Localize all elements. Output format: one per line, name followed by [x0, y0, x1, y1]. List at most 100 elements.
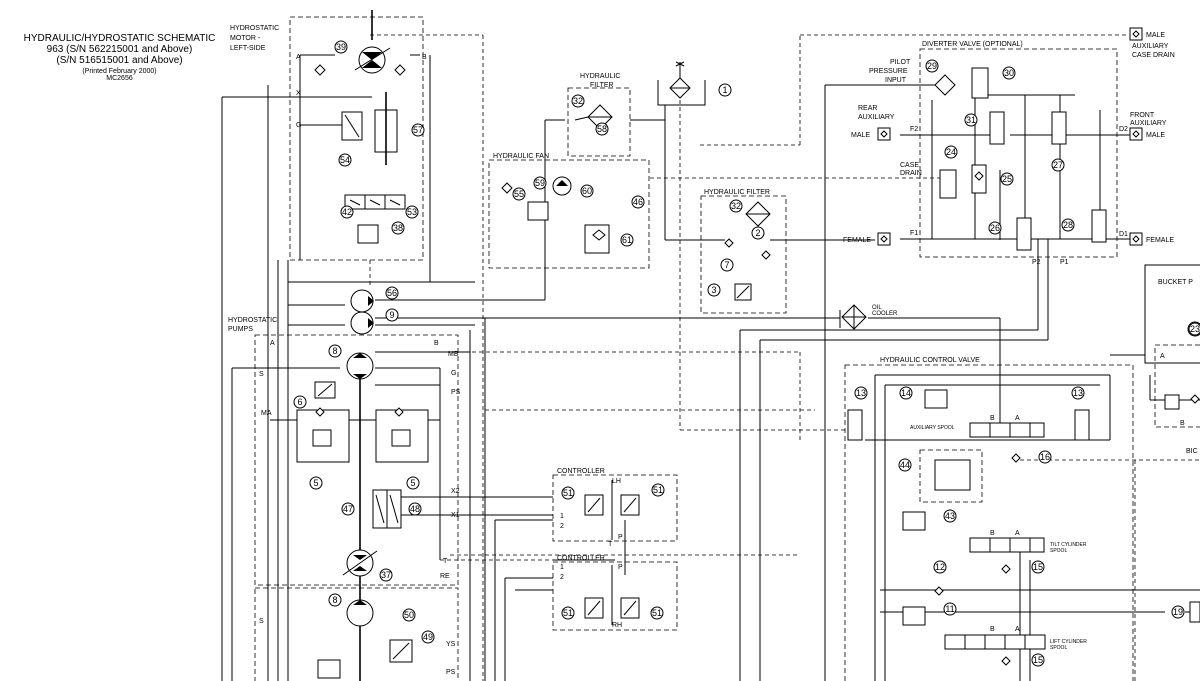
- port-d1: D1: [1119, 231, 1128, 238]
- callout-8b: 8: [328, 593, 342, 607]
- callout-59: 59: [533, 176, 547, 190]
- port-f2: F2: [910, 126, 918, 133]
- label-hydraulic-filter-top: HYDRAULIC: [580, 73, 620, 80]
- callout-9: 9: [385, 308, 399, 322]
- label-pilot-input: INPUT: [885, 77, 907, 84]
- bucket-inner-box: [1154, 344, 1200, 428]
- port-ps-pump: PS: [451, 389, 461, 396]
- label-tilt-spool-2: SPOOL: [1050, 548, 1067, 554]
- svg-text:31: 31: [966, 115, 976, 125]
- callout-30: 30: [1002, 66, 1016, 80]
- port-ma: MA: [261, 410, 272, 417]
- coupler-male-left: [877, 127, 891, 141]
- valve-49: [317, 639, 413, 679]
- callout-44: 44: [898, 458, 912, 472]
- label-bic: BIC: [1186, 448, 1198, 455]
- coupler-female-left: [877, 232, 891, 246]
- svg-text:15: 15: [1033, 655, 1043, 665]
- control-valve-53: [344, 194, 406, 244]
- callout-61: 61: [620, 233, 634, 247]
- callout-37: 37: [379, 568, 393, 582]
- label-male-left: MALE: [851, 132, 870, 139]
- svg-text:8: 8: [332, 346, 337, 356]
- callout-23: 23: [1188, 322, 1200, 336]
- callout-2: 2: [751, 226, 765, 240]
- svg-text:19: 19: [1173, 607, 1183, 617]
- svg-text:56: 56: [387, 288, 397, 298]
- svg-text:25: 25: [1002, 174, 1012, 184]
- controller-bottom-box: [552, 561, 678, 631]
- controller-top-valves: [584, 480, 640, 540]
- svg-text:32: 32: [731, 201, 741, 211]
- svg-text:44: 44: [900, 460, 910, 470]
- callout-7: 7: [720, 258, 734, 272]
- svg-text:50: 50: [404, 610, 414, 620]
- svg-text:58: 58: [597, 124, 607, 134]
- callouts: 1 2 3 5 5 6 7 8 8 9 11 12 13 13 14 15 15…: [293, 40, 1200, 667]
- port-t-top: T: [608, 541, 613, 548]
- svg-text:49: 49: [423, 632, 433, 642]
- label-lift-spool-2: SPOOL: [1050, 645, 1067, 651]
- label-oil-cooler-2: COOLER: [872, 311, 898, 317]
- port-2-bottom: 2: [560, 574, 564, 581]
- label-hydraulic-filter-mid: HYDRAULIC FILTER: [704, 189, 770, 196]
- svg-text:30: 30: [1004, 68, 1014, 78]
- port-g-motor: G: [296, 122, 301, 129]
- hydraulic-filter-top-box: [567, 87, 631, 157]
- svg-text:28: 28: [1063, 220, 1073, 230]
- callout-5: 5: [309, 476, 323, 490]
- label-male-right: MALE: [1146, 132, 1165, 139]
- label-tilt-spool: TILT CYLINDER: [1050, 542, 1087, 548]
- callout-58: 58: [595, 122, 609, 136]
- label-hydrostatic-pumps: HYDROSTATIC: [228, 317, 277, 324]
- diverter-valve-box: [919, 48, 1118, 258]
- svg-text:15: 15: [1033, 562, 1043, 572]
- svg-text:13: 13: [856, 388, 866, 398]
- shuttle-valve-47-48: [372, 489, 402, 529]
- svg-text:3: 3: [711, 285, 716, 295]
- serial-range-2: (S/N 516515001 and Above): [56, 55, 183, 66]
- svg-text:5: 5: [313, 478, 318, 488]
- callout-51d: 51: [650, 606, 664, 620]
- bucket-components: [1164, 321, 1200, 623]
- callout-26: 26: [988, 221, 1002, 235]
- label-hydrostatic-motor-3: LEFT-SIDE: [230, 45, 266, 52]
- port-t: T: [443, 558, 448, 565]
- callout-60: 60: [580, 184, 594, 198]
- port-g-pump: G: [451, 370, 456, 377]
- label-bucket: BUCKET P: [1158, 279, 1193, 286]
- hydrostatic-motor-box: [289, 16, 424, 261]
- hydrostatic-pumps-box: [254, 334, 459, 586]
- pump-8-lower: [346, 599, 374, 627]
- relief-44-box: [919, 449, 983, 503]
- port-a-aux: A: [1015, 415, 1020, 422]
- callout-57: 57: [411, 123, 425, 137]
- svg-text:26: 26: [990, 223, 1000, 233]
- svg-text:13: 13: [1073, 388, 1083, 398]
- filter-32-mid: [724, 201, 771, 301]
- label-female-right: FEMALE: [1146, 237, 1174, 244]
- label-front-aux: FRONT: [1130, 112, 1155, 119]
- svg-text:14: 14: [901, 388, 911, 398]
- port-d2: D2: [1119, 126, 1128, 133]
- callout-24: 24: [944, 145, 958, 159]
- svg-text:2: 2: [755, 228, 760, 238]
- relief-pair-5-left: [296, 407, 350, 463]
- port-2-top: 2: [560, 523, 564, 530]
- svg-text:48: 48: [410, 504, 420, 514]
- callout-8: 8: [328, 344, 342, 358]
- callout-31: 31: [964, 113, 978, 127]
- label-controller-bottom: CONTROLLER: [557, 555, 605, 562]
- port-ps-lower: PS: [446, 669, 456, 676]
- port-re: RE: [440, 573, 450, 580]
- port-a-tilt: A: [1015, 530, 1020, 537]
- title-block: HYDRAULIC/HYDROSTATIC SCHEMATIC 963 (S/N…: [12, 33, 227, 82]
- diverter-components: [934, 67, 1107, 251]
- callout-56: 56: [385, 286, 399, 300]
- svg-text:11: 11: [945, 604, 954, 614]
- port-a-bucket: A: [1160, 353, 1165, 360]
- port-1-bottom: 1: [560, 564, 564, 571]
- port-rh: RH: [612, 622, 622, 629]
- coupler-male-right: [1129, 127, 1143, 141]
